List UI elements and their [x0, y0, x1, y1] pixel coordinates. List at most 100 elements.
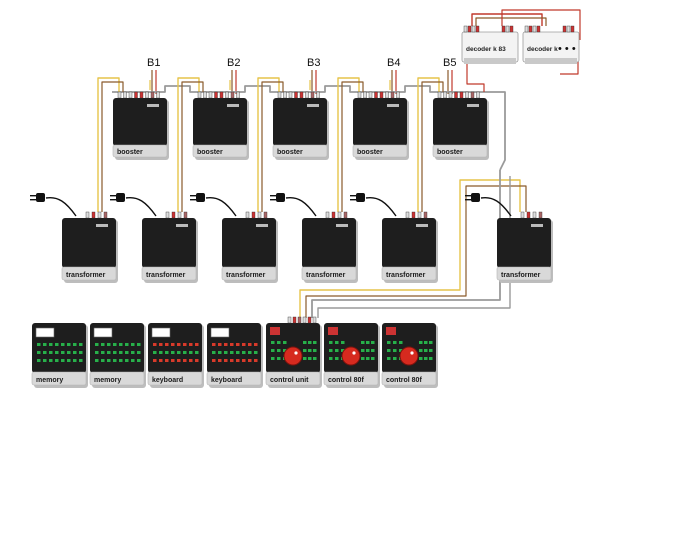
- led: [67, 351, 71, 354]
- transformer-6: transformer: [465, 193, 553, 283]
- booster-group-label-3: B3: [307, 57, 320, 69]
- led: [424, 341, 428, 344]
- led: [419, 349, 423, 352]
- knob-marker: [410, 351, 414, 355]
- continuation-dots: • • •: [558, 43, 576, 55]
- booster-4: booster: [352, 91, 409, 160]
- memory-screen: [35, 327, 55, 338]
- device-body: [382, 218, 436, 268]
- terminal: [292, 316, 297, 324]
- transformer-2: transformer: [110, 193, 198, 283]
- decoder-bus-wire: [466, 62, 485, 92]
- decoder-edge: [464, 58, 516, 64]
- terminal: [305, 91, 309, 99]
- memory-screen: [93, 327, 113, 338]
- transformer-feed-wire: [257, 77, 280, 212]
- terminal: [283, 91, 287, 99]
- led: [329, 349, 333, 352]
- plug-pin: [465, 195, 471, 197]
- control-row-device-1: memory: [31, 323, 88, 388]
- device-body: [353, 98, 407, 146]
- plug-icon: [116, 193, 125, 202]
- control-row-device-6-label: control 80f: [328, 377, 364, 384]
- led: [341, 349, 345, 352]
- led: [308, 357, 312, 360]
- terminal: [310, 91, 315, 99]
- terminal: [230, 91, 235, 99]
- brand-plate: [416, 224, 428, 227]
- terminal: [251, 211, 256, 219]
- terminal: [150, 91, 155, 99]
- terminal: [566, 25, 571, 33]
- device-label-band: [352, 144, 408, 158]
- led: [49, 359, 53, 362]
- led: [101, 351, 105, 354]
- terminal: [177, 211, 182, 219]
- plug-pin: [30, 199, 36, 201]
- led: [61, 359, 65, 362]
- led: [159, 359, 163, 362]
- led: [119, 351, 123, 354]
- decoder-feed-wire: [475, 17, 547, 26]
- terminal: [337, 211, 342, 219]
- device-body: [222, 218, 276, 268]
- led: [113, 351, 117, 354]
- led: [366, 341, 370, 344]
- led: [171, 359, 175, 362]
- terminal: [374, 91, 378, 99]
- control-row-device-3: keyboard: [147, 323, 204, 388]
- terminal: [423, 211, 428, 219]
- booster-group-label-5: B5: [443, 57, 456, 69]
- power-cord: [45, 196, 77, 217]
- display-icon: [328, 327, 338, 335]
- led: [95, 359, 99, 362]
- led: [371, 349, 375, 352]
- decoder-1: decoder k 83: [461, 25, 519, 64]
- decoder-feed-wire: [471, 13, 543, 26]
- terminal: [263, 211, 268, 219]
- plug-icon: [36, 193, 45, 202]
- plug-pin: [30, 195, 36, 197]
- device-label-band: [496, 266, 552, 281]
- booster-group-label-4: B4: [387, 57, 400, 69]
- transformer-feed-wire: [97, 77, 120, 212]
- brand-plate: [531, 224, 543, 227]
- brand-plate: [96, 224, 108, 227]
- led: [277, 357, 281, 360]
- terminal: [307, 316, 312, 324]
- led: [125, 359, 129, 362]
- terminal: [165, 211, 170, 219]
- terminal: [396, 91, 400, 99]
- led: [313, 349, 317, 352]
- led: [195, 359, 199, 362]
- terminal: [245, 211, 250, 219]
- led: [212, 351, 216, 354]
- control-feed-wire: [299, 179, 521, 318]
- device-label-band: [301, 266, 357, 281]
- led: [177, 343, 181, 346]
- knob-marker: [294, 351, 298, 355]
- display-icon: [386, 327, 396, 335]
- led: [73, 343, 77, 346]
- led: [37, 343, 41, 346]
- transformer-3: transformer: [190, 193, 278, 283]
- booster-group-label-1: B1: [147, 57, 160, 69]
- device-label-band: [381, 371, 437, 386]
- terminal: [443, 91, 447, 99]
- terminal: [505, 25, 510, 33]
- decoder-2-label: decoder k: [527, 46, 558, 53]
- transformer-feed-wire: [177, 77, 200, 212]
- control-row-device-3-label: keyboard: [152, 377, 183, 384]
- terminal: [476, 91, 480, 99]
- terminal: [134, 91, 138, 99]
- plug-pin: [270, 195, 276, 197]
- terminal: [219, 91, 224, 99]
- led: [335, 357, 339, 360]
- decoder-1-label: decoder k 83: [466, 46, 506, 53]
- terminal: [411, 211, 416, 219]
- device-body: [497, 218, 551, 268]
- led: [61, 351, 65, 354]
- transformer-2-label: transformer: [146, 272, 186, 279]
- terminal: [528, 25, 533, 33]
